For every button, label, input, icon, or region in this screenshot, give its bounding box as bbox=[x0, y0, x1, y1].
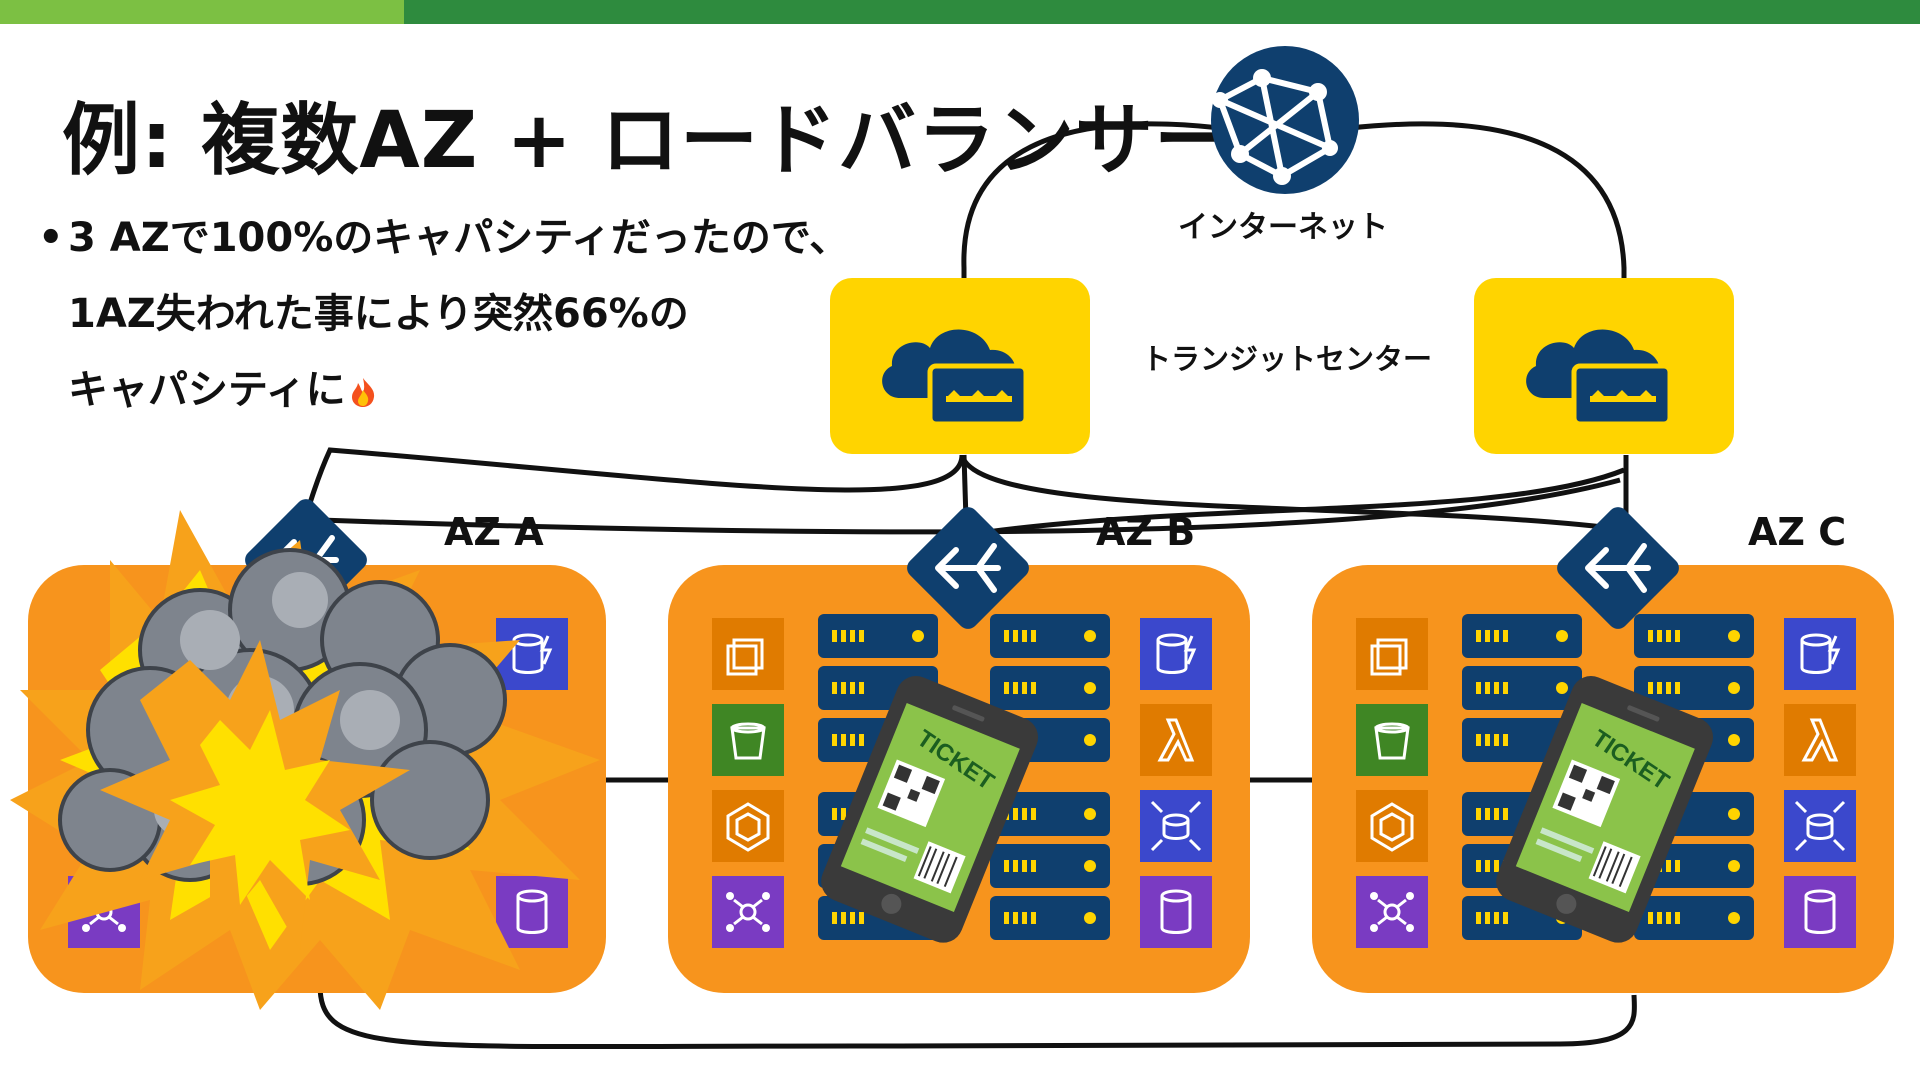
backbone-bottom bbox=[317, 984, 1637, 1050]
bullet-line-3-text: キャパシティに bbox=[68, 367, 346, 413]
bullet-line-1: 3 AZで100%のキャパシティだったので、 bbox=[68, 215, 850, 261]
top-accent-bar-light bbox=[0, 0, 404, 24]
transit-gateway-left-icon bbox=[830, 278, 1090, 454]
internet-right-link bbox=[1349, 121, 1627, 282]
transit-center-label: トランジットセンター bbox=[1142, 342, 1433, 376]
az-b-label: AZ B bbox=[1096, 510, 1196, 554]
az-a-label: AZ A bbox=[444, 510, 544, 554]
bullet-marker: • bbox=[38, 215, 64, 261]
gateway-left-to-lb-c bbox=[961, 458, 1629, 533]
internet-left-link bbox=[961, 121, 1221, 282]
ticket-phone-b-icon: TICKET bbox=[814, 669, 1046, 950]
ticket-phone-c-icon: TICKET bbox=[1489, 669, 1721, 950]
gateway-left-to-lb-a bbox=[277, 447, 965, 573]
globe-icon bbox=[1211, 46, 1359, 194]
gateway-right-to-lb-b bbox=[965, 467, 1625, 538]
explosion-icon bbox=[10, 510, 600, 1010]
transit-gateway-right-icon bbox=[1474, 278, 1734, 454]
internet-label: インターネット bbox=[1178, 210, 1388, 245]
az-c-label: AZ C bbox=[1748, 510, 1847, 554]
bullet-line-3: キャパシティに bbox=[68, 352, 908, 428]
bullet-line-2: 1AZ失われた事により突然66%の bbox=[68, 291, 689, 337]
top-accent-bar-dark bbox=[404, 0, 1920, 24]
slide-title: 例: 複数AZ + ロードバランサー bbox=[62, 96, 1233, 186]
fire-icon bbox=[351, 378, 374, 407]
